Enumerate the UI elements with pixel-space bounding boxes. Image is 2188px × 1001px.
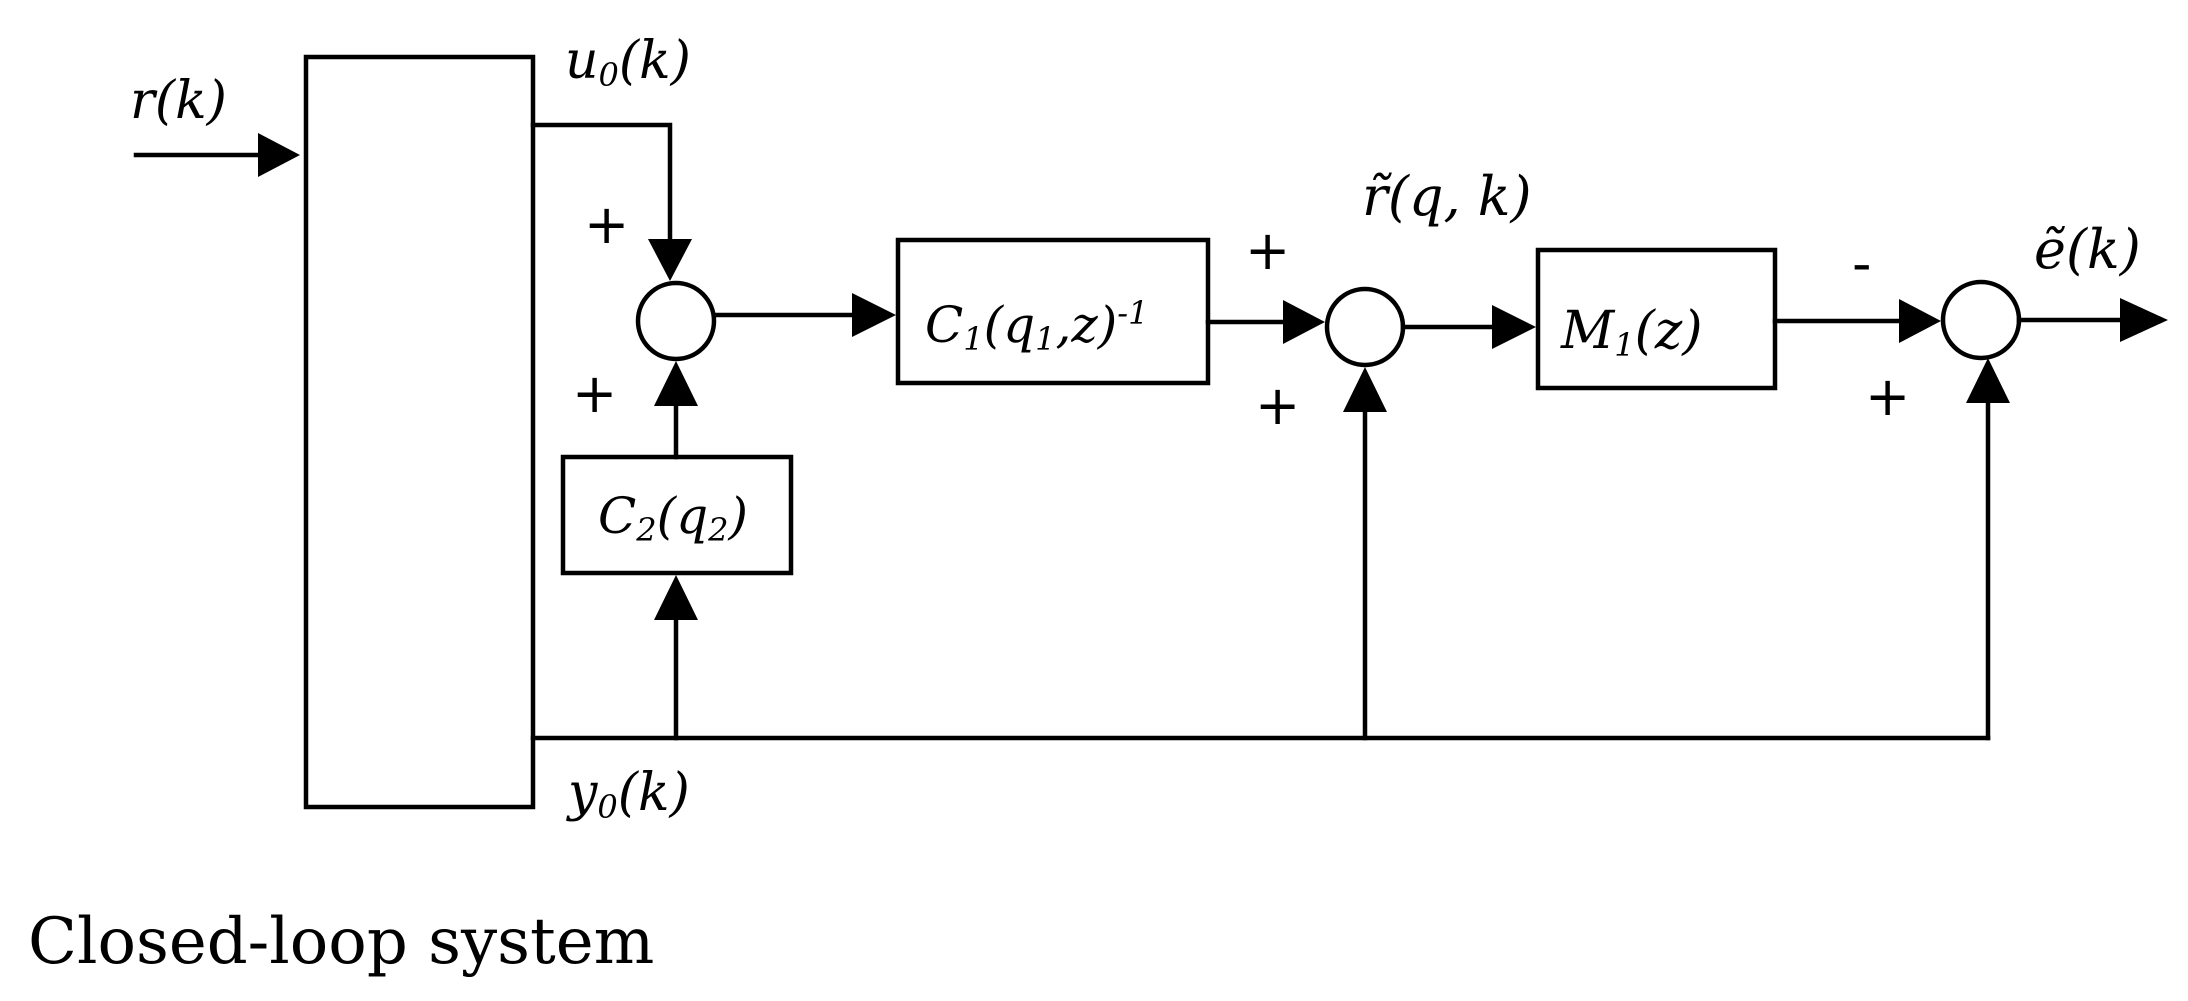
sum2-bottom-sign: + — [1255, 374, 1300, 437]
m1-block — [1535, 247, 1778, 391]
reference-signal-label: r(k) — [130, 71, 227, 131]
arrow-into-m1 — [1492, 305, 1536, 349]
c2-block — [560, 454, 794, 576]
c1-block — [895, 237, 1211, 386]
error-signal-label: ẽ(k) — [2034, 218, 2141, 281]
arrow-into-sum1-bottom — [654, 361, 698, 406]
c1-label: C1(q1,z)-1 — [925, 294, 1148, 358]
arrow-into-c2 — [654, 575, 698, 620]
sum2-top-sign: + — [1245, 219, 1290, 282]
summing-junction-2 — [1324, 286, 1406, 368]
control-signal-line — [530, 122, 673, 246]
filtered-reference-label: r̃(q, k) — [1362, 165, 1532, 228]
c2-label: C2(q2) — [598, 487, 748, 549]
arrow-into-system — [258, 133, 300, 177]
arrow-into-sum1-top — [648, 239, 692, 281]
arrow-into-sum2-bottom — [1343, 367, 1387, 412]
sum3-top-sign: - — [1852, 232, 1872, 295]
summing-junction-3 — [1940, 279, 2022, 361]
output-signal-label: y0(k) — [566, 763, 690, 826]
sum1-bottom-sign: + — [572, 362, 617, 425]
sum1-top-sign: + — [584, 193, 629, 256]
arrow-into-c1 — [852, 293, 896, 337]
closed-loop-system-block — [303, 54, 536, 810]
arrow-into-sum3-bottom — [1966, 358, 2010, 403]
m1-label: M1(z) — [1560, 301, 1703, 364]
diagram-caption: Closed-loop system — [28, 905, 654, 979]
control-signal-label: u0(k) — [565, 31, 691, 94]
arrow-output — [2120, 298, 2168, 342]
arrow-into-sum2-left — [1283, 300, 1325, 344]
summing-junction-1 — [635, 280, 717, 362]
arrow-into-sum3-left — [1899, 299, 1941, 343]
sum3-bottom-sign: + — [1865, 365, 1910, 428]
